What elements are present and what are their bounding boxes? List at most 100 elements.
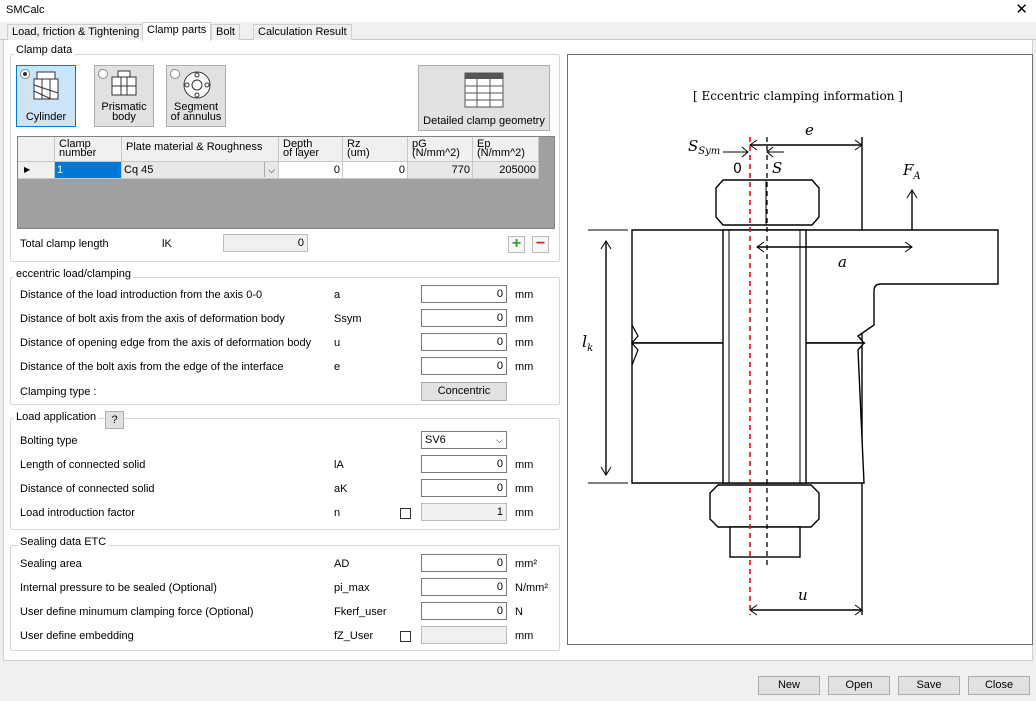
bolting-type-value: SV6 xyxy=(425,434,446,446)
eccentric-row-field[interactable]: 0 xyxy=(421,357,507,375)
load-row-unit: mm xyxy=(515,483,534,495)
load-row-symbol: lA xyxy=(334,459,344,471)
eccentric-row-symbol: u xyxy=(334,337,341,349)
eccentric-row-field[interactable]: 0 xyxy=(421,285,507,303)
s-label: S xyxy=(772,159,782,177)
sealing-row-symbol: fZ_User xyxy=(334,630,374,642)
zero-label: 0 xyxy=(733,161,742,177)
annulus-segment-icon xyxy=(183,71,211,99)
ssym-label: SSym xyxy=(688,137,720,157)
title-bar: SMCalc ✕ xyxy=(0,0,1036,22)
cell-ep: 205000 xyxy=(473,162,539,179)
cylinder-label: Cylinder xyxy=(25,111,67,123)
grid-corner xyxy=(18,137,55,162)
eccentric-row-symbol: Ssym xyxy=(334,313,362,325)
sealing-row-unit: N xyxy=(515,606,523,618)
clamping-type-label: Clamping type : xyxy=(20,386,97,398)
fa-label: FA xyxy=(902,161,921,182)
load-row-checkbox[interactable] xyxy=(400,508,411,519)
table-icon xyxy=(464,72,504,108)
material-value: Cq 45 xyxy=(124,164,154,176)
eccentric-row-field[interactable]: 0 xyxy=(421,333,507,351)
close-button[interactable]: Close xyxy=(968,676,1030,695)
col-plate-material: Plate material & Roughness xyxy=(122,137,279,162)
eccentric-row-label: Distance of bolt axis from the axis of d… xyxy=(20,313,285,325)
load-row-symbol: aK xyxy=(334,483,348,495)
row-selector-icon[interactable]: ▶ xyxy=(18,162,55,179)
eccentric-row-label: Distance of the bolt axis from the edge … xyxy=(20,361,284,373)
load-application-group xyxy=(10,418,560,530)
sealing-row-unit: mm² xyxy=(515,558,537,570)
sealing-row-label: Sealing area xyxy=(20,558,82,570)
eccentric-row-field[interactable]: 0 xyxy=(421,309,507,327)
load-row-field[interactable]: 0 xyxy=(421,479,507,497)
cell-material-dropdown[interactable]: Cq 45 ⌵ xyxy=(122,162,279,179)
cell-clamp-number[interactable]: 1 xyxy=(55,162,122,179)
sealing-label: Sealing data ETC xyxy=(18,536,109,548)
sealing-row-checkbox[interactable] xyxy=(400,631,411,642)
prismatic-type-button[interactable]: Prismatic body xyxy=(94,65,154,127)
eccentric-row-unit: mm xyxy=(515,337,534,349)
cylinder-radio[interactable] xyxy=(20,69,30,79)
open-button[interactable]: Open xyxy=(828,676,890,695)
load-row-label: Load introduction factor xyxy=(20,507,135,519)
segment-label: Segment of annulus xyxy=(170,101,222,123)
cell-depth[interactable]: 0 xyxy=(279,162,343,179)
sealing-row-field[interactable]: 0 xyxy=(421,602,507,620)
col-clamp-number: Clamp number xyxy=(55,137,122,162)
e-label: e xyxy=(805,121,814,139)
clamp-data-group xyxy=(10,54,560,262)
sealing-row-symbol: AD xyxy=(334,558,350,570)
col-rz: Rz (um) xyxy=(343,137,408,162)
eccentric-clamping-diagram: [ Eccentric clamping information ] e SSy… xyxy=(582,89,999,616)
tab-calculation-result[interactable]: Calculation Result xyxy=(253,24,352,40)
segment-type-button[interactable]: Segment of annulus xyxy=(166,65,226,127)
sealing-row-symbol: Fkerf_user xyxy=(334,606,387,618)
eccentric-diagram-panel: [ Eccentric clamping information ] e SSy… xyxy=(567,54,1033,645)
help-button[interactable]: ? xyxy=(105,411,124,429)
load-row-unit: mm xyxy=(515,507,534,519)
sealing-row-field[interactable]: 0 xyxy=(421,578,507,596)
close-window-icon[interactable]: ✕ xyxy=(1015,1,1028,18)
total-clamp-symbol: lK xyxy=(162,238,172,250)
load-row-unit: mm xyxy=(515,459,534,471)
bolting-type-label: Bolting type xyxy=(20,435,78,447)
prismatic-radio[interactable] xyxy=(98,69,108,79)
sealing-row-unit: mm xyxy=(515,630,534,642)
eccentric-row-unit: mm xyxy=(515,313,534,325)
load-row-field[interactable]: 0 xyxy=(421,455,507,473)
clamping-type-button[interactable]: Concentric xyxy=(421,382,507,401)
sealing-row-field[interactable]: 0 xyxy=(421,554,507,572)
window-title: SMCalc xyxy=(6,4,45,16)
col-ep: Ep (N/mm^2) xyxy=(473,137,539,162)
prismatic-label: Prismatic body xyxy=(101,101,147,123)
eccentric-row-label: Distance of opening edge from the axis o… xyxy=(20,337,312,349)
tab-strip: Load, friction & Tightening Clamp parts … xyxy=(0,22,1036,41)
sealing-row-symbol: pi_max xyxy=(334,582,370,594)
bolting-type-select[interactable]: SV6 ⌵ xyxy=(421,431,507,449)
clamp-grid: Clamp number Plate material & Roughness … xyxy=(17,136,555,229)
segment-radio[interactable] xyxy=(170,69,180,79)
diagram-title: [ Eccentric clamping information ] xyxy=(693,89,903,103)
load-row-label: Distance of connected solid xyxy=(20,483,155,495)
col-pg: pG (N/mm^2) xyxy=(408,137,473,162)
save-button[interactable]: Save xyxy=(898,676,960,695)
remove-row-icon[interactable]: − xyxy=(532,236,549,253)
tab-bolt[interactable]: Bolt xyxy=(211,24,240,40)
new-button[interactable]: New xyxy=(758,676,820,695)
prismatic-body-icon xyxy=(111,70,137,96)
cell-rz[interactable]: 0 xyxy=(343,162,408,179)
chevron-down-icon: ⌵ xyxy=(496,435,503,445)
eccentric-row-symbol: a xyxy=(334,289,341,301)
cylinder-type-button[interactable]: Cylinder xyxy=(16,65,76,127)
clamp-data-label: Clamp data xyxy=(14,44,75,56)
add-row-icon[interactable]: + xyxy=(508,236,525,253)
u-label: u xyxy=(798,586,808,604)
clamp-parts-page: Clamp data Cylinder Prismatic body Segme… xyxy=(3,40,1033,661)
detailed-clamp-geometry-button[interactable]: Detailed clamp geometry xyxy=(418,65,550,131)
cylinder-icon xyxy=(33,71,59,100)
load-application-label: Load application xyxy=(14,411,99,423)
tab-clamp-parts[interactable]: Clamp parts xyxy=(142,22,212,41)
chevron-down-icon[interactable]: ⌵ xyxy=(264,162,278,177)
tab-load-friction[interactable]: Load, friction & Tightening xyxy=(7,24,145,40)
